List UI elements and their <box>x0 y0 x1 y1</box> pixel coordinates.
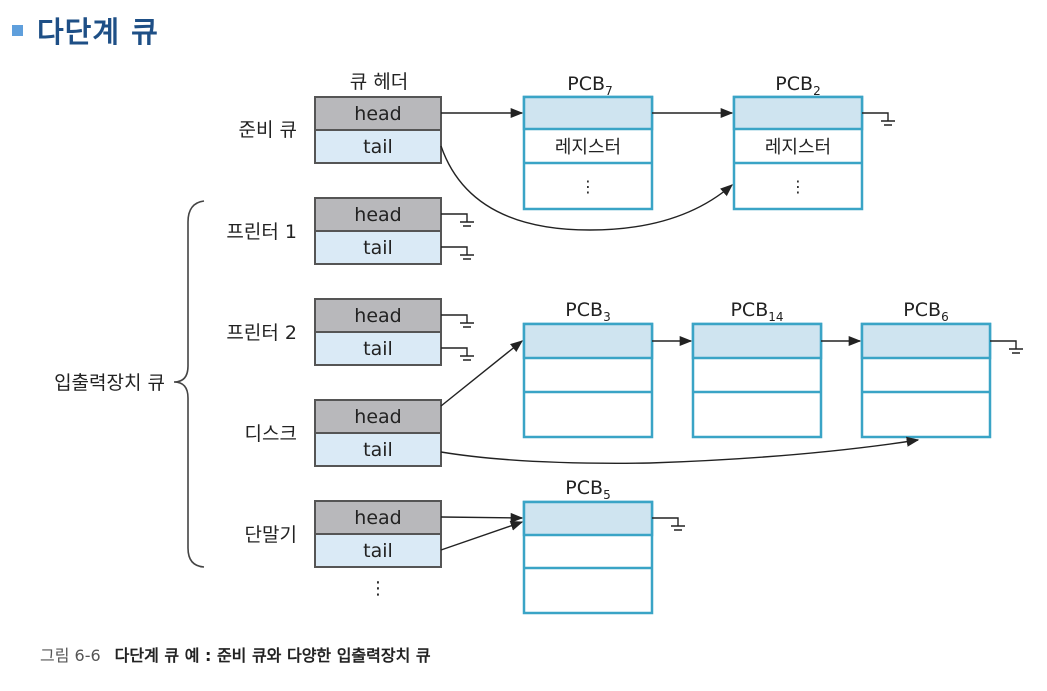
pcb7-dots: ⋮ <box>580 177 596 196</box>
ready-queue-header: head tail <box>314 96 442 164</box>
printer1-queue-label: 프린터 1 <box>226 221 297 243</box>
printer2-head-null-icon <box>441 314 474 328</box>
terminal-tail-label: tail <box>363 540 393 562</box>
pcb5-label: PCB5 <box>565 477 610 502</box>
pcb7-label: PCB7 <box>567 73 612 98</box>
pcb2-block: 레지스터 ⋮ <box>732 95 864 211</box>
queue-header-label: 큐 헤더 <box>350 71 408 93</box>
title-bullet-icon <box>12 24 23 36</box>
disk-head-arrow <box>440 340 523 407</box>
pcb3-block <box>522 322 654 439</box>
pcb2-register-label: 레지스터 <box>765 137 831 158</box>
disk-tail-arrow <box>440 436 920 464</box>
terminal-queue-label: 단말기 <box>245 524 297 546</box>
printer2-head-label: head <box>354 305 401 327</box>
disk-tail-label: tail <box>363 439 393 461</box>
pcb7-register-label: 레지스터 <box>555 137 621 158</box>
pcb2-null-icon <box>862 112 895 126</box>
printer2-tail-label: tail <box>363 338 393 360</box>
figure-caption: 그림 6-6 다단계 큐 예 : 준비 큐와 다양한 입출력장치 큐 <box>40 642 431 666</box>
pcb5-block <box>522 500 654 615</box>
pointer-arrows <box>440 107 920 551</box>
pcb6-label: PCB6 <box>903 299 948 324</box>
printer2-tail-null-icon <box>441 347 474 361</box>
more-queues-dots: ⋮ <box>369 578 387 599</box>
pcb14-label: PCB14 <box>730 299 783 324</box>
ready-tail-label: tail <box>363 136 393 158</box>
figure-number: 그림 6-6 <box>40 646 101 665</box>
terminal-head-arrow <box>440 512 524 523</box>
pcb6-null-icon <box>990 340 1023 354</box>
terminal-tail-arrow <box>440 520 524 551</box>
terminal-queue-header: head tail <box>314 500 442 568</box>
page-title: 다단계 큐 <box>37 15 159 49</box>
io-group-label: 입출력장치 큐 <box>54 372 165 394</box>
disk-queue-header: head tail <box>314 399 442 467</box>
printer1-tail-null-icon <box>441 246 474 260</box>
io-group-brace <box>173 200 205 568</box>
pcb3-label: PCB3 <box>565 299 610 324</box>
ready-queue-label: 준비 큐 <box>239 119 297 141</box>
terminal-head-label: head <box>354 507 401 529</box>
printer1-head-null-icon <box>441 213 474 227</box>
ready-tail-arrow <box>440 145 733 231</box>
printer1-queue-header: head tail <box>314 197 442 265</box>
printer1-head-label: head <box>354 204 401 226</box>
pcb2-dots: ⋮ <box>790 177 806 196</box>
printer1-tail-label: tail <box>363 237 393 259</box>
pcb7-block: 레지스터 ⋮ <box>522 95 654 211</box>
pcb14-block <box>691 322 823 439</box>
pcb2-label: PCB2 <box>775 73 820 98</box>
disk-queue-label: 디스크 <box>245 423 297 445</box>
printer2-queue-header: head tail <box>314 298 442 366</box>
disk-head-label: head <box>354 406 401 428</box>
title-row: 다단계 큐 <box>12 8 159 52</box>
ready-head-label: head <box>354 103 401 125</box>
pcb5-null-icon <box>652 517 685 531</box>
pcb6-block <box>860 322 992 439</box>
printer2-queue-label: 프린터 2 <box>226 322 297 344</box>
figure-caption-text: 다단계 큐 예 : 준비 큐와 다양한 입출력장치 큐 <box>114 646 431 665</box>
